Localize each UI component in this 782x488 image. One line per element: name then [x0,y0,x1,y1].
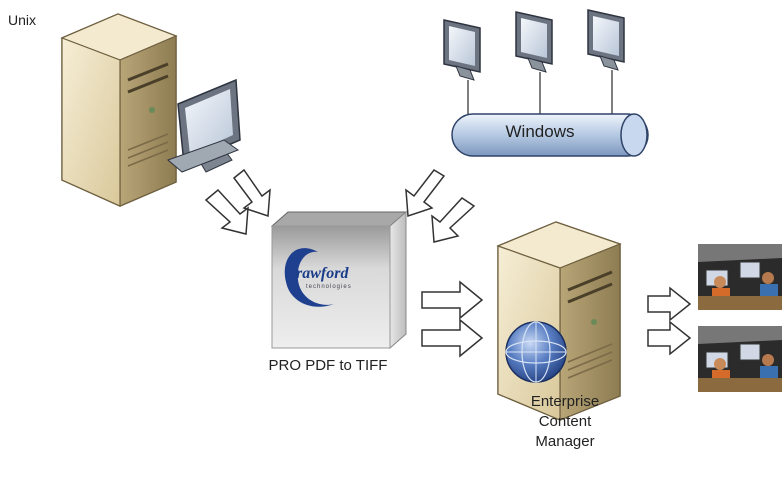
windows-monitor-icon-1 [443,19,481,115]
office-workers-icon-1 [698,244,782,310]
windows-label: Windows [505,122,575,141]
globe-icon [505,321,567,383]
ecm-label: Enterprise Content Manager [500,392,630,452]
unix-server-icon [60,13,178,207]
windows-monitor-icon-2 [515,11,553,115]
arrow-icon-product-to-ecm [421,280,484,358]
windows-network-pipe-icon [451,113,649,157]
crawford-logo-subtext: technologies [306,284,352,290]
ecm-server-icon [496,221,622,421]
unix-label: Unix [8,12,37,28]
crawford-logo-text: rawford [296,265,349,282]
unix-monitor-icon [167,78,241,173]
ecm-label-line-2: Content [538,413,592,430]
ecm-label-line-1: Enterprise [530,393,600,410]
windows-monitor-icon-3 [587,9,625,115]
software-box-icon [270,210,408,350]
office-workers-icon-2 [698,326,782,392]
arrow-icon-unix-to-product [204,168,271,235]
product-label: PRO PDF to TIFF [268,357,388,374]
arrow-icon-windows-to-product [405,169,476,243]
arrow-icon-ecm-to-users [647,286,692,356]
ecm-label-line-3: Manager [535,433,595,450]
